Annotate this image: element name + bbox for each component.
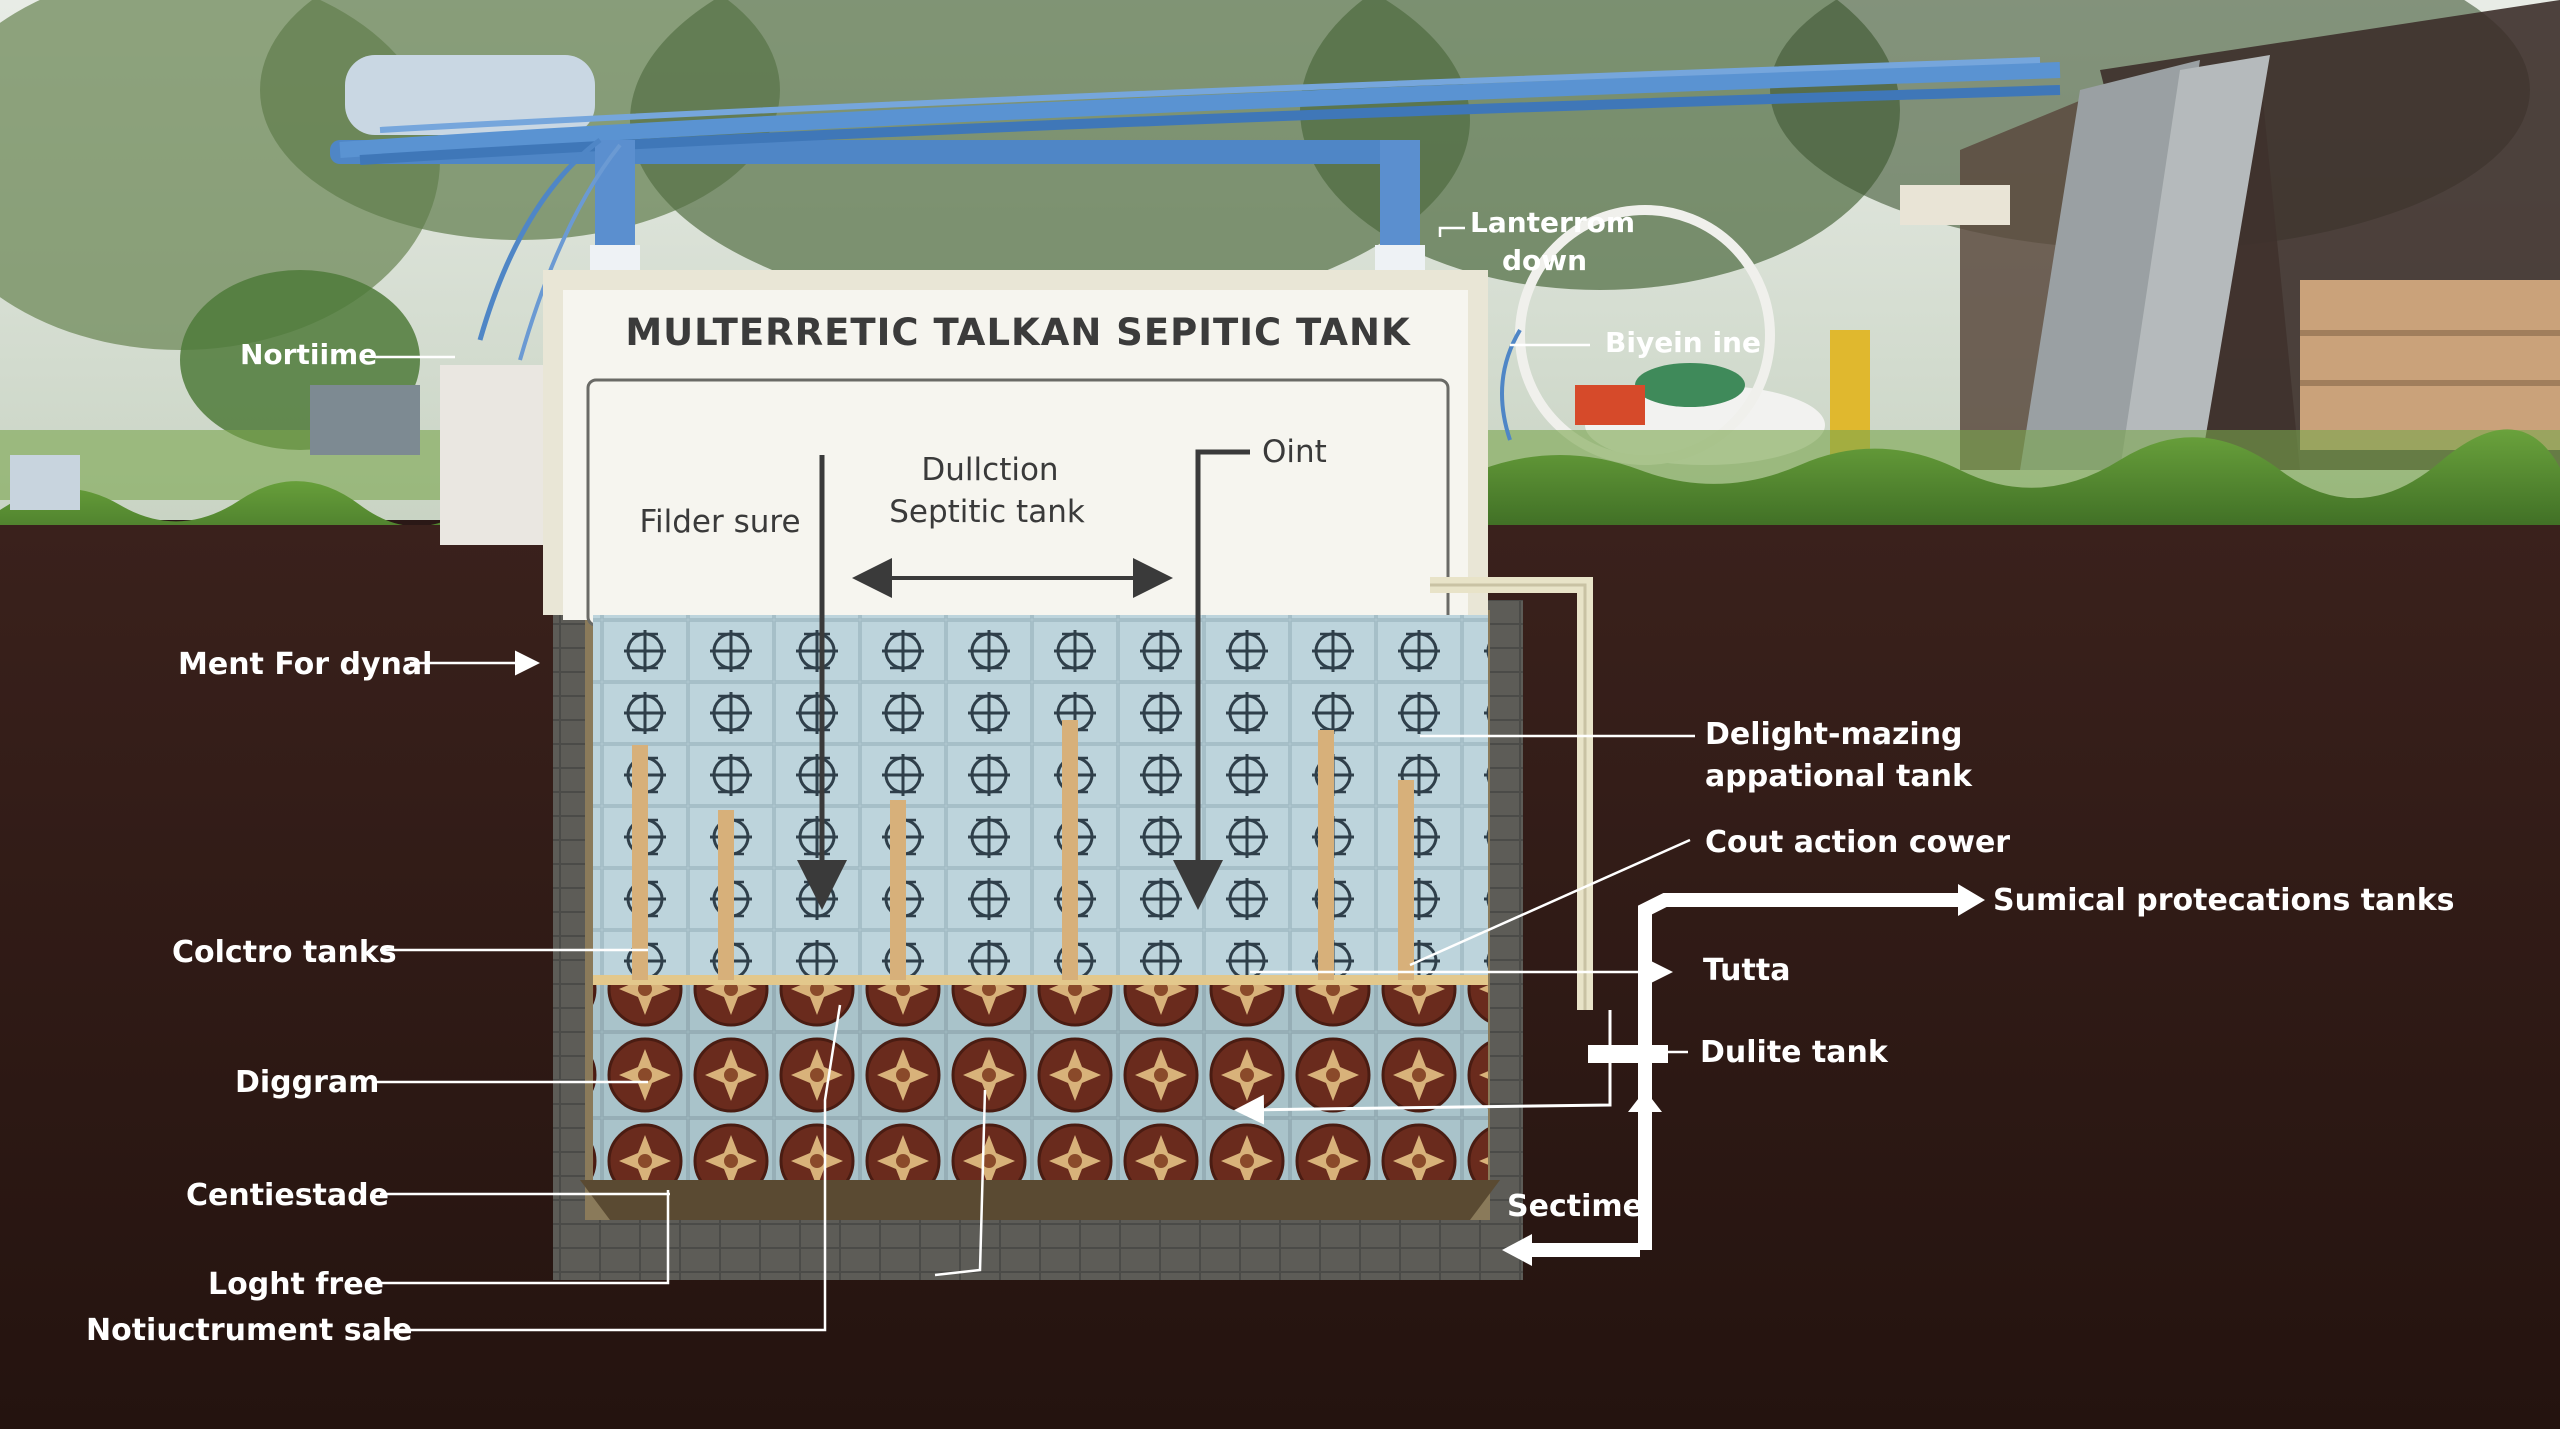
label-biyein: Biyein ine: [1605, 326, 1761, 359]
tank-structure: [543, 270, 1593, 1280]
label-notiuctrument: Notiuctrument sale: [86, 1313, 412, 1348]
label-tutta: Tutta: [1703, 953, 1790, 988]
label-diggram: Diggram: [235, 1065, 379, 1100]
outlet-pipes: [1234, 884, 1985, 1266]
dulction-label-line1: Dullction: [921, 452, 1058, 488]
oint-label: Oint: [1262, 434, 1327, 470]
label-colctro: Colctro tanks: [172, 935, 397, 970]
label-sumical: Sumical protecations tanks: [1993, 883, 2455, 918]
label-loght-free: Loght free: [208, 1267, 384, 1302]
label-lanterrom-line1: Lanterrom: [1470, 206, 1635, 239]
label-lanterrom-line2: down: [1502, 244, 1587, 277]
inner-flow-arrows: [797, 449, 1250, 910]
label-ment-for-dynal: Ment For dynal: [178, 647, 432, 682]
filter-label: Filder sure: [639, 504, 800, 540]
label-dulite: Dulite tank: [1700, 1035, 1889, 1070]
diagram-title: MULTERRETIC TALKAN SEPITIC TANK: [625, 311, 1411, 354]
dulction-label-line2: Septitic tank: [889, 494, 1085, 530]
label-sectime: Sectime: [1507, 1189, 1643, 1224]
label-delight-line1: Delight-mazing: [1705, 717, 1963, 752]
label-centiestade: Centiestade: [186, 1178, 389, 1213]
label-nortiime: Nortiime: [240, 338, 377, 371]
overhead-pipes: [10, 55, 2061, 545]
label-cout-action: Cout action cower: [1705, 825, 2010, 860]
leader-lines: [375, 226, 1695, 1332]
label-delight-line2: appational tank: [1705, 759, 1973, 794]
